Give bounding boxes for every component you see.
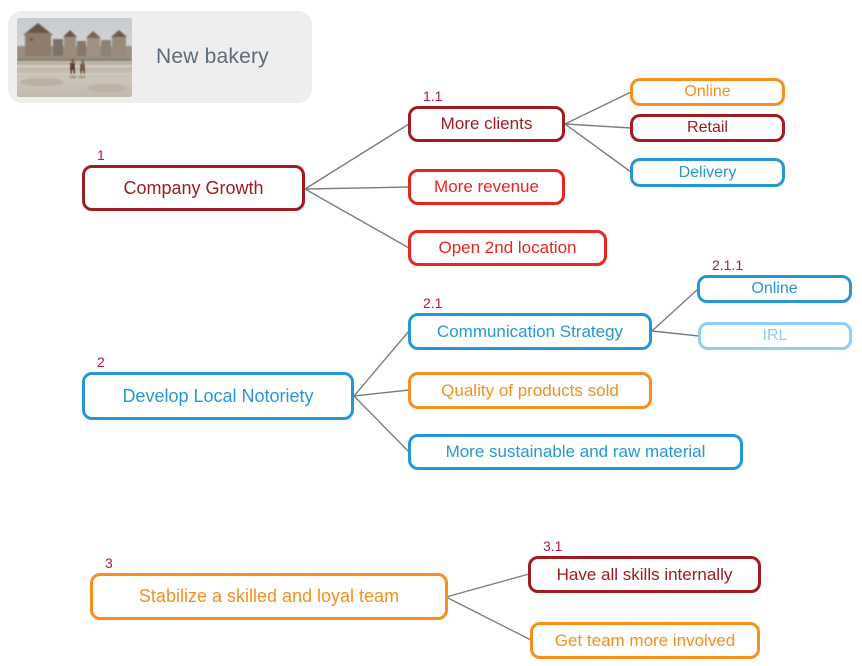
node-label: IRL	[762, 327, 788, 344]
node-label: Stabilize a skilled and loyal team	[138, 586, 400, 606]
connector-line	[304, 186, 410, 190]
node-retail[interactable]: Retail	[630, 114, 785, 142]
node-number-label: 2.1	[423, 295, 443, 311]
connector-line	[445, 573, 530, 598]
node-sustainable-material[interactable]: More sustainable and raw material	[408, 434, 743, 470]
node-develop-local-notoriety[interactable]: 2 Develop Local Notoriety	[82, 354, 354, 420]
connector-line	[445, 596, 532, 641]
node-label: Retail	[687, 119, 728, 136]
node-label: Online	[684, 83, 731, 100]
node-more-revenue[interactable]: More revenue	[408, 169, 565, 205]
node-label: Online	[751, 280, 798, 297]
node-label: Communication Strategy	[436, 321, 624, 341]
node-team-involved[interactable]: Get team more involved	[530, 622, 760, 659]
connector-line	[353, 389, 410, 397]
node-delivery[interactable]: Delivery	[630, 158, 785, 187]
bakery-photo	[17, 17, 132, 97]
node-number-label: 1	[97, 147, 105, 163]
node-label: Open 2nd location	[438, 238, 577, 257]
node-label: Develop Local Notoriety	[122, 385, 314, 406]
node-quality-products[interactable]: Quality of products sold	[408, 372, 652, 409]
node-number-label: 2.1.1	[712, 257, 744, 273]
node-number-label: 1.1	[423, 88, 443, 104]
node-online-clients[interactable]: Online	[630, 78, 785, 106]
connector-line	[564, 123, 632, 173]
node-number-label: 2	[97, 354, 105, 370]
node-comm-online[interactable]: 2.1.1 Online	[697, 257, 852, 303]
map-title-card[interactable]: New bakery	[8, 11, 312, 103]
connector-line	[353, 395, 410, 453]
node-open-2nd-location[interactable]: Open 2nd location	[408, 230, 607, 266]
node-number-label: 3.1	[543, 538, 563, 554]
node-communication-strategy[interactable]: 2.1 Communication Strategy	[408, 295, 652, 350]
map-title: New bakery	[156, 45, 269, 68]
node-label: Delivery	[678, 163, 737, 181]
node-skills-internally[interactable]: 3.1 Have all skills internally	[528, 538, 761, 593]
node-label: Have all skills internally	[556, 564, 733, 584]
node-irl[interactable]: IRL	[698, 322, 852, 350]
node-label: Quality of products sold	[441, 380, 619, 400]
node-more-clients[interactable]: 1.1 More clients	[408, 88, 565, 142]
connector-line	[564, 91, 632, 125]
node-label: More sustainable and raw material	[445, 442, 706, 461]
connector-line	[651, 288, 699, 332]
node-label: More revenue	[434, 177, 539, 196]
node-label: More clients	[440, 114, 533, 133]
connector-line	[353, 330, 410, 397]
connector-line	[564, 123, 632, 129]
node-label: Get team more involved	[554, 630, 736, 650]
node-label: Company Growth	[123, 177, 264, 198]
beach-photo-illustration	[17, 17, 132, 97]
node-company-growth[interactable]: 1 Company Growth	[82, 147, 305, 211]
connector-line	[651, 330, 700, 337]
node-number-label: 3	[105, 555, 113, 571]
connector-line	[304, 188, 410, 249]
node-stabilize-team[interactable]: 3 Stabilize a skilled and loyal team	[90, 555, 448, 620]
connector-line	[304, 123, 410, 190]
